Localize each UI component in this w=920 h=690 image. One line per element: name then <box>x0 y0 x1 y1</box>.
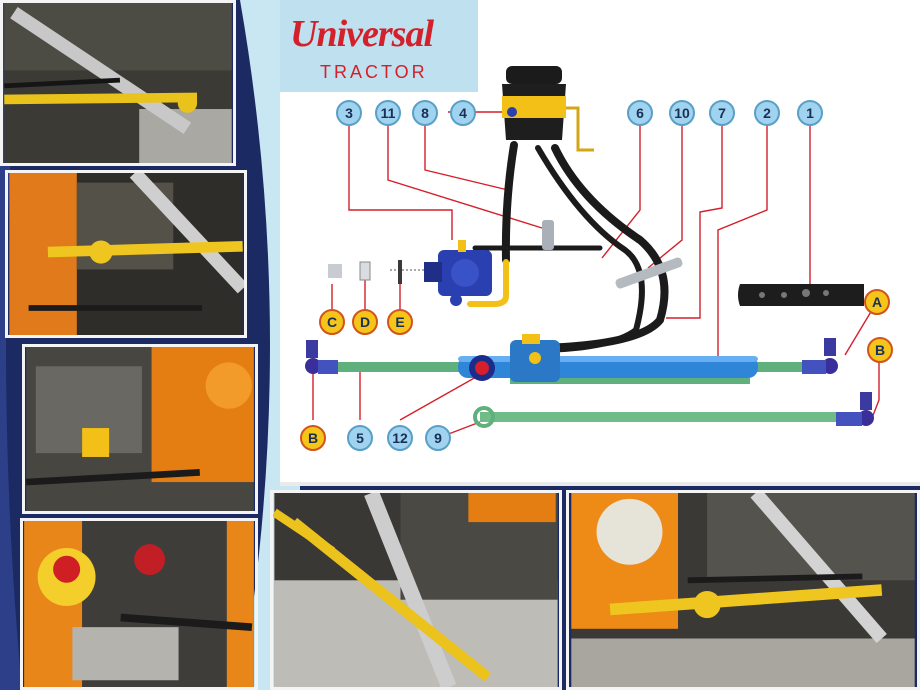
callout-6: 6 <box>627 100 653 126</box>
callout-3: 3 <box>336 100 362 126</box>
logo-brand: Universal <box>290 13 434 55</box>
callout-12: 12 <box>387 425 413 451</box>
hydraulic-cylinder <box>458 334 758 382</box>
callout-10: 10 <box>669 100 695 126</box>
diagram-drawing <box>305 66 880 439</box>
photo-cylinder-mount <box>5 170 247 338</box>
callout-9: 9 <box>425 425 451 451</box>
mounting-plate <box>738 284 864 306</box>
callout-E: E <box>387 309 413 335</box>
callout-1: 1 <box>797 100 823 126</box>
callout-4: 4 <box>450 100 476 126</box>
callout-5: 5 <box>347 425 373 451</box>
photo-steering-cylinder-top <box>0 0 236 166</box>
callout-8: 8 <box>412 100 438 126</box>
diagram-panel: 3 11 8 4 6 10 7 2 1 5 12 9 C D E A B B <box>280 0 920 486</box>
callout-B-left: B <box>300 425 326 451</box>
steering-pump <box>424 240 492 306</box>
leader-lines <box>312 111 880 439</box>
callout-2: 2 <box>754 100 780 126</box>
logo-subtitle: TRACTOR <box>320 62 428 82</box>
callout-7: 7 <box>709 100 735 126</box>
callout-C: C <box>319 309 345 335</box>
tie-rods <box>330 362 860 428</box>
photo-front-axle <box>566 490 920 690</box>
callout-B-right: B <box>867 337 893 363</box>
photo-oil-reservoir <box>20 518 258 690</box>
callout-A: A <box>864 289 890 315</box>
oil-reservoir <box>502 66 594 152</box>
callout-11: 11 <box>375 100 401 126</box>
brand-logo: Universal TRACTOR <box>280 0 478 92</box>
photo-pump-engine <box>22 344 258 514</box>
callout-D: D <box>352 309 378 335</box>
small-parts <box>328 260 402 284</box>
hoses <box>467 141 669 353</box>
photo-tie-rod-side <box>270 490 562 690</box>
